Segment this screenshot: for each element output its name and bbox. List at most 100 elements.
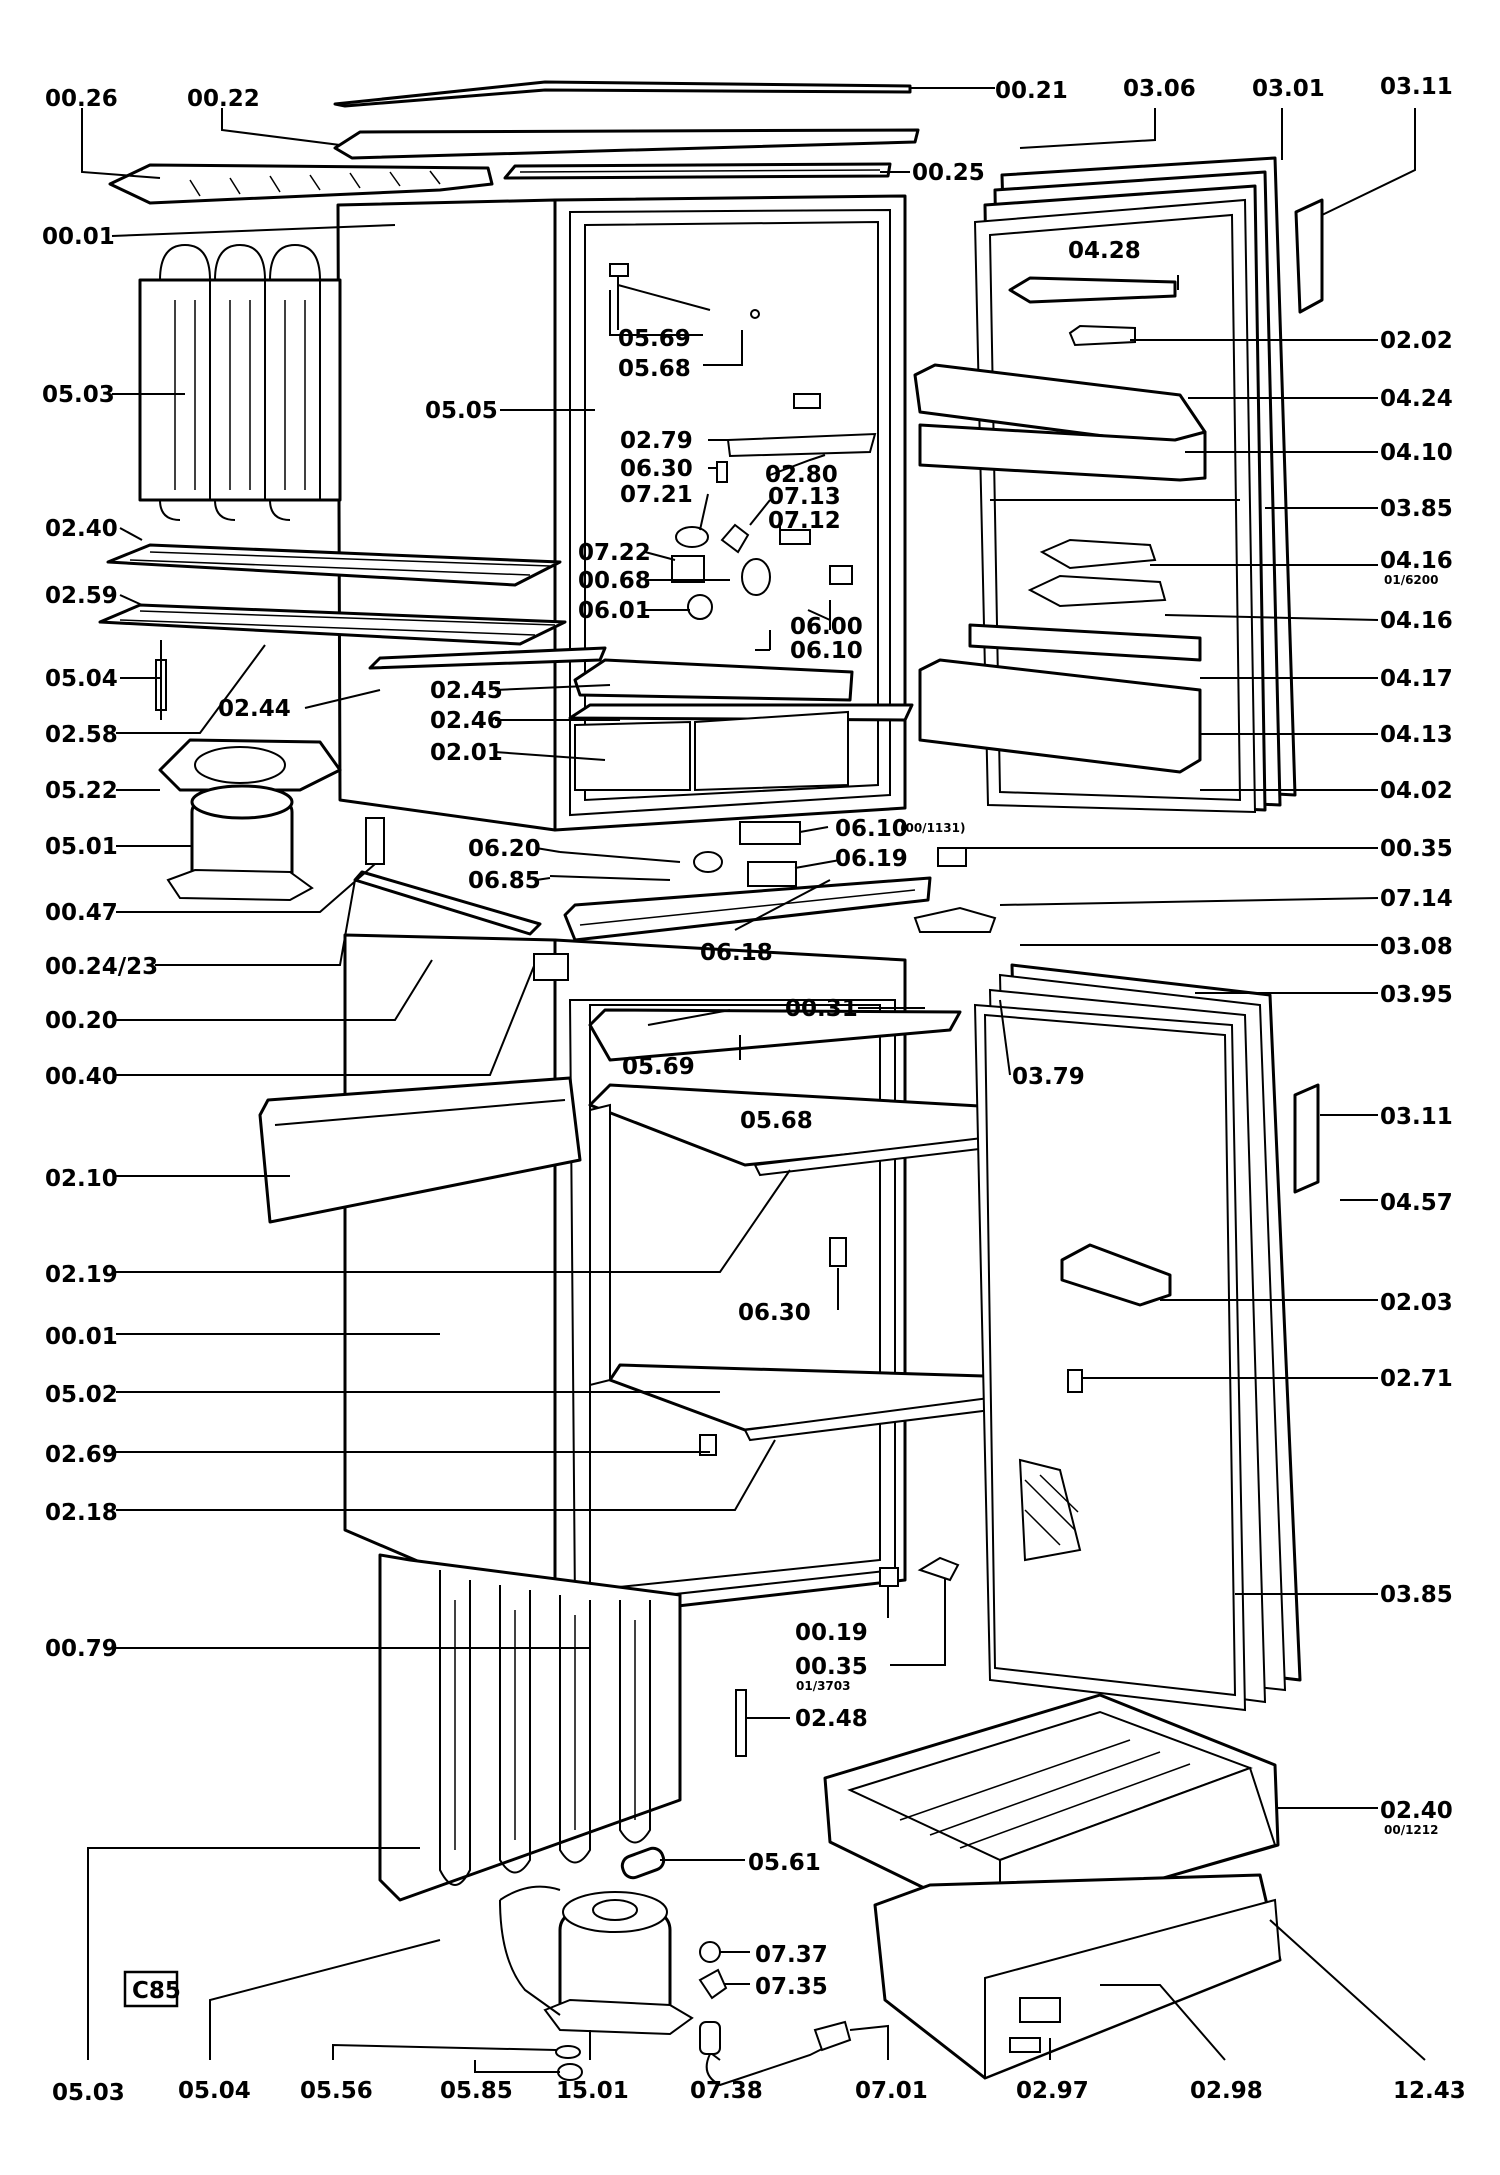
label-02-44: 02.44 xyxy=(218,696,291,722)
label-00-20: 00.20 xyxy=(45,1008,118,1034)
label-05-69-b: 05.69 xyxy=(622,1054,695,1080)
label-00-26: 00.26 xyxy=(45,86,118,112)
hinge-block xyxy=(533,953,569,981)
leader-lines xyxy=(81,87,1426,2073)
model-code-box: C85 xyxy=(123,1970,181,2008)
label-02-01: 02.01 xyxy=(430,740,503,766)
label-02-02: 02.02 xyxy=(1380,328,1453,354)
label-00-35-b-sub: 01/3703 xyxy=(796,1679,850,1693)
label-05-02: 05.02 xyxy=(45,1382,118,1408)
label-05-03-b: 05.03 xyxy=(52,2080,125,2106)
label-00-19: 00.19 xyxy=(795,1620,868,1646)
sensor-tube xyxy=(155,640,167,720)
label-03-11-b: 03.11 xyxy=(1380,1104,1453,1130)
label-00-35-top: 00.35 xyxy=(1380,836,1453,862)
label-05-85: 05.85 xyxy=(440,2078,513,2104)
label-02-40-b-sub: 00/1212 xyxy=(1384,1823,1438,1837)
label-06-01: 06.01 xyxy=(578,598,651,624)
filter-drier xyxy=(620,1846,666,1880)
top-cover-panel xyxy=(333,80,912,108)
label-06-30-b: 06.30 xyxy=(738,1300,811,1326)
label-06-10-b: 06.10 xyxy=(835,816,908,842)
label-00-40: 00.40 xyxy=(45,1064,118,1090)
label-04-02: 04.02 xyxy=(1380,778,1453,804)
label-07-37: 07.37 xyxy=(755,1942,828,1968)
egg-tray xyxy=(1027,538,1167,608)
label-07-01: 07.01 xyxy=(855,2078,928,2104)
label-02-58: 02.58 xyxy=(45,722,118,748)
label-00-01-top: 00.01 xyxy=(42,224,115,250)
freezer-inner xyxy=(589,1103,847,1456)
label-02-48: 02.48 xyxy=(795,1706,868,1732)
label-06-85: 06.85 xyxy=(468,868,541,894)
label-02-79: 02.79 xyxy=(620,428,693,454)
label-03-11-top: 03.11 xyxy=(1380,74,1453,100)
upper-shelf xyxy=(106,543,562,587)
label-12-43: 12.43 xyxy=(1393,2078,1466,2104)
label-02-40-b: 02.40 xyxy=(1380,1798,1453,1824)
label-02-03: 02.03 xyxy=(1380,1290,1453,1316)
label-00-01-b: 00.01 xyxy=(45,1324,118,1350)
label-04-16a: 04.16 xyxy=(1380,548,1453,574)
label-00-47: 00.47 xyxy=(45,900,118,926)
label-00-24-23: 00.24/23 xyxy=(45,954,158,980)
label-05-68-b: 05.68 xyxy=(740,1108,813,1134)
label-07-21: 07.21 xyxy=(620,482,693,508)
label-03-79: 03.79 xyxy=(1012,1064,1085,1090)
upper-door-shelf xyxy=(913,363,1207,482)
label-04-13: 04.13 xyxy=(1380,722,1453,748)
label-06-10-b-sub: (00/1131) xyxy=(900,821,965,835)
label-02-10: 02.10 xyxy=(45,1166,118,1192)
label-00-22: 00.22 xyxy=(187,86,260,112)
label-05-69-top: 05.69 xyxy=(618,326,691,352)
washers xyxy=(555,2045,583,2081)
label-00-25: 00.25 xyxy=(912,160,985,186)
lamp-switch-parts xyxy=(549,821,997,933)
label-05-56: 05.56 xyxy=(300,2078,373,2104)
label-06-00: 06.00 xyxy=(790,614,863,640)
door-clip xyxy=(1067,1369,1083,1393)
label-15-01: 15.01 xyxy=(556,2078,629,2104)
label-03-85-b: 03.85 xyxy=(1380,1582,1453,1608)
label-03-95: 03.95 xyxy=(1380,982,1453,1008)
upper-door-handle xyxy=(1294,198,1324,314)
label-02-18: 02.18 xyxy=(45,1500,118,1526)
label-02-69: 02.69 xyxy=(45,1442,118,1468)
freezer-shelf-top xyxy=(588,1008,962,1062)
label-07-13: 07.13 xyxy=(768,484,841,510)
label-02-40-top: 02.40 xyxy=(45,516,118,542)
label-05-04-top: 05.04 xyxy=(45,666,118,692)
label-06-19: 06.19 xyxy=(835,846,908,872)
callout-labels: 00.26 00.22 00.21 03.06 03.01 03.11 00.2… xyxy=(42,74,1466,2106)
divider-panel xyxy=(563,876,932,942)
vent-grille xyxy=(503,162,892,180)
label-02-46: 02.46 xyxy=(430,708,503,734)
label-00-21: 00.21 xyxy=(995,78,1068,104)
butter-cover xyxy=(1008,276,1177,347)
label-07-38: 07.38 xyxy=(690,2078,763,2104)
label-03-85-top: 03.85 xyxy=(1380,496,1453,522)
label-00-79: 00.79 xyxy=(45,1636,118,1662)
label-06-18: 06.18 xyxy=(700,940,773,966)
label-07-35: 07.35 xyxy=(755,1974,828,2000)
label-00-35-b: 00.35 xyxy=(795,1654,868,1680)
side-rail xyxy=(353,870,542,936)
label-04-24: 04.24 xyxy=(1380,386,1453,412)
upper-compressor xyxy=(158,738,342,902)
label-05-68-top: 05.68 xyxy=(618,356,691,382)
label-05-22: 05.22 xyxy=(45,778,118,804)
top-bracket xyxy=(108,163,494,205)
kick-panel xyxy=(258,1076,582,1224)
label-04-17: 04.17 xyxy=(1380,666,1453,692)
label-02-97: 02.97 xyxy=(1016,2078,1089,2104)
control-components xyxy=(609,263,877,620)
label-07-12: 07.12 xyxy=(768,508,841,534)
label-07-22: 07.22 xyxy=(578,540,651,566)
label-05-04-b: 05.04 xyxy=(178,2078,251,2104)
label-02-71: 02.71 xyxy=(1380,1366,1453,1392)
glass-plate xyxy=(368,646,607,670)
lower-sensor-tube xyxy=(735,1689,747,1757)
label-04-57: 04.57 xyxy=(1380,1190,1453,1216)
label-03-08: 03.08 xyxy=(1380,934,1453,960)
